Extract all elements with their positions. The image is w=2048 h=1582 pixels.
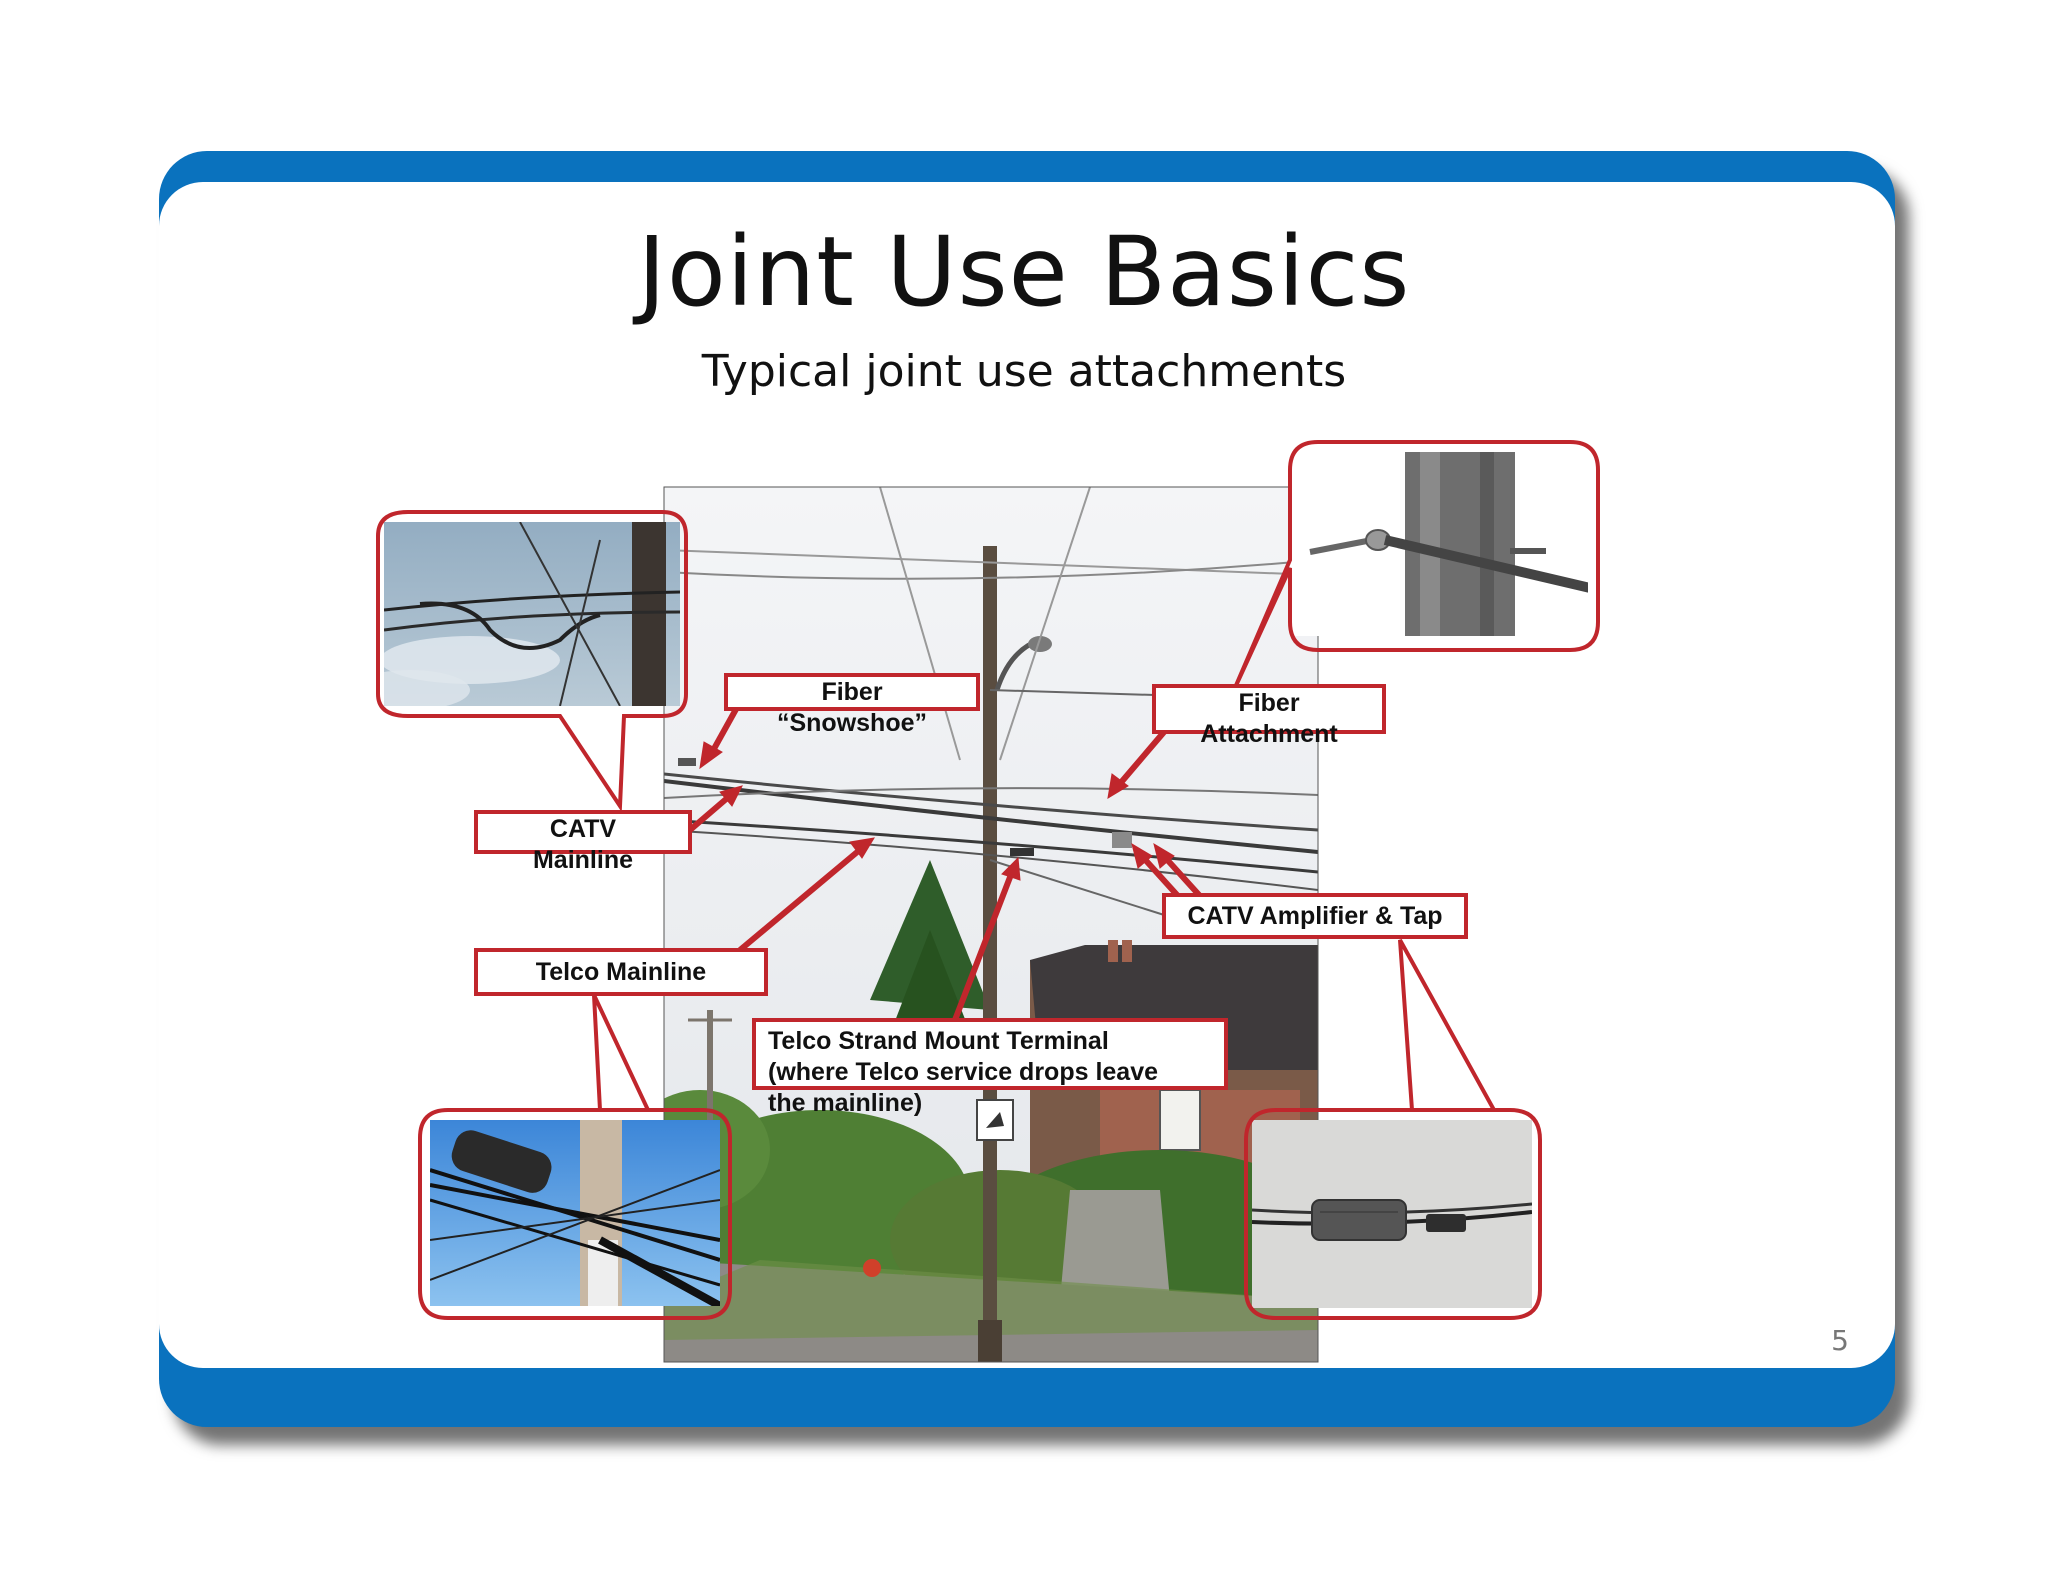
fiber-attachment-inset-photo [1232, 440, 1600, 691]
telco-terminal-inset-photo [418, 994, 732, 1320]
telco-terminal-label-line1: Telco Strand Mount Terminal [768, 1027, 1109, 1055]
telco-terminal-label-line3: the mainline) [768, 1089, 923, 1117]
fiber-attachment-label-line2: Attachment [1200, 720, 1338, 748]
callout-arrows [688, 700, 1203, 1022]
catv-mainline-label-line1: CATV [549, 815, 617, 843]
fiber-snowshoe-label: Fiber “Snowshoe” [724, 673, 980, 737]
telco-terminal-label-line2: (where Telco service drops leave [768, 1058, 1159, 1086]
catv-amplifier-inset-photo [1244, 939, 1542, 1320]
telco-mainline-label-text: Telco Mainline [535, 958, 707, 986]
slide-subtitle: Typical joint use attachments [701, 346, 1347, 397]
catv-mainline-label-line2: Mainline [532, 846, 633, 874]
catv-mainline-inset-photo [376, 510, 688, 813]
slide-title: Joint Use Basics [637, 216, 1411, 328]
telco-terminal-label: Telco Strand Mount Terminal (where Telco… [752, 1018, 1228, 1117]
fiber-snowshoe-label-line1: Fiber [821, 678, 883, 706]
fiber-snowshoe-label-line2: “Snowshoe” [776, 709, 927, 737]
catv-mainline-label: CATV Mainline [474, 810, 692, 874]
fiber-attachment-label-line1: Fiber [1238, 689, 1300, 717]
telco-mainline-label: Telco Mainline [474, 948, 768, 996]
catv-amplifier-tap-label: CATV Amplifier & Tap [1162, 893, 1468, 939]
catv-amplifier-tap-label-text: CATV Amplifier & Tap [1187, 902, 1443, 930]
page-number: 5 [1831, 1324, 1849, 1357]
fiber-attachment-label: Fiber Attachment [1152, 684, 1386, 748]
